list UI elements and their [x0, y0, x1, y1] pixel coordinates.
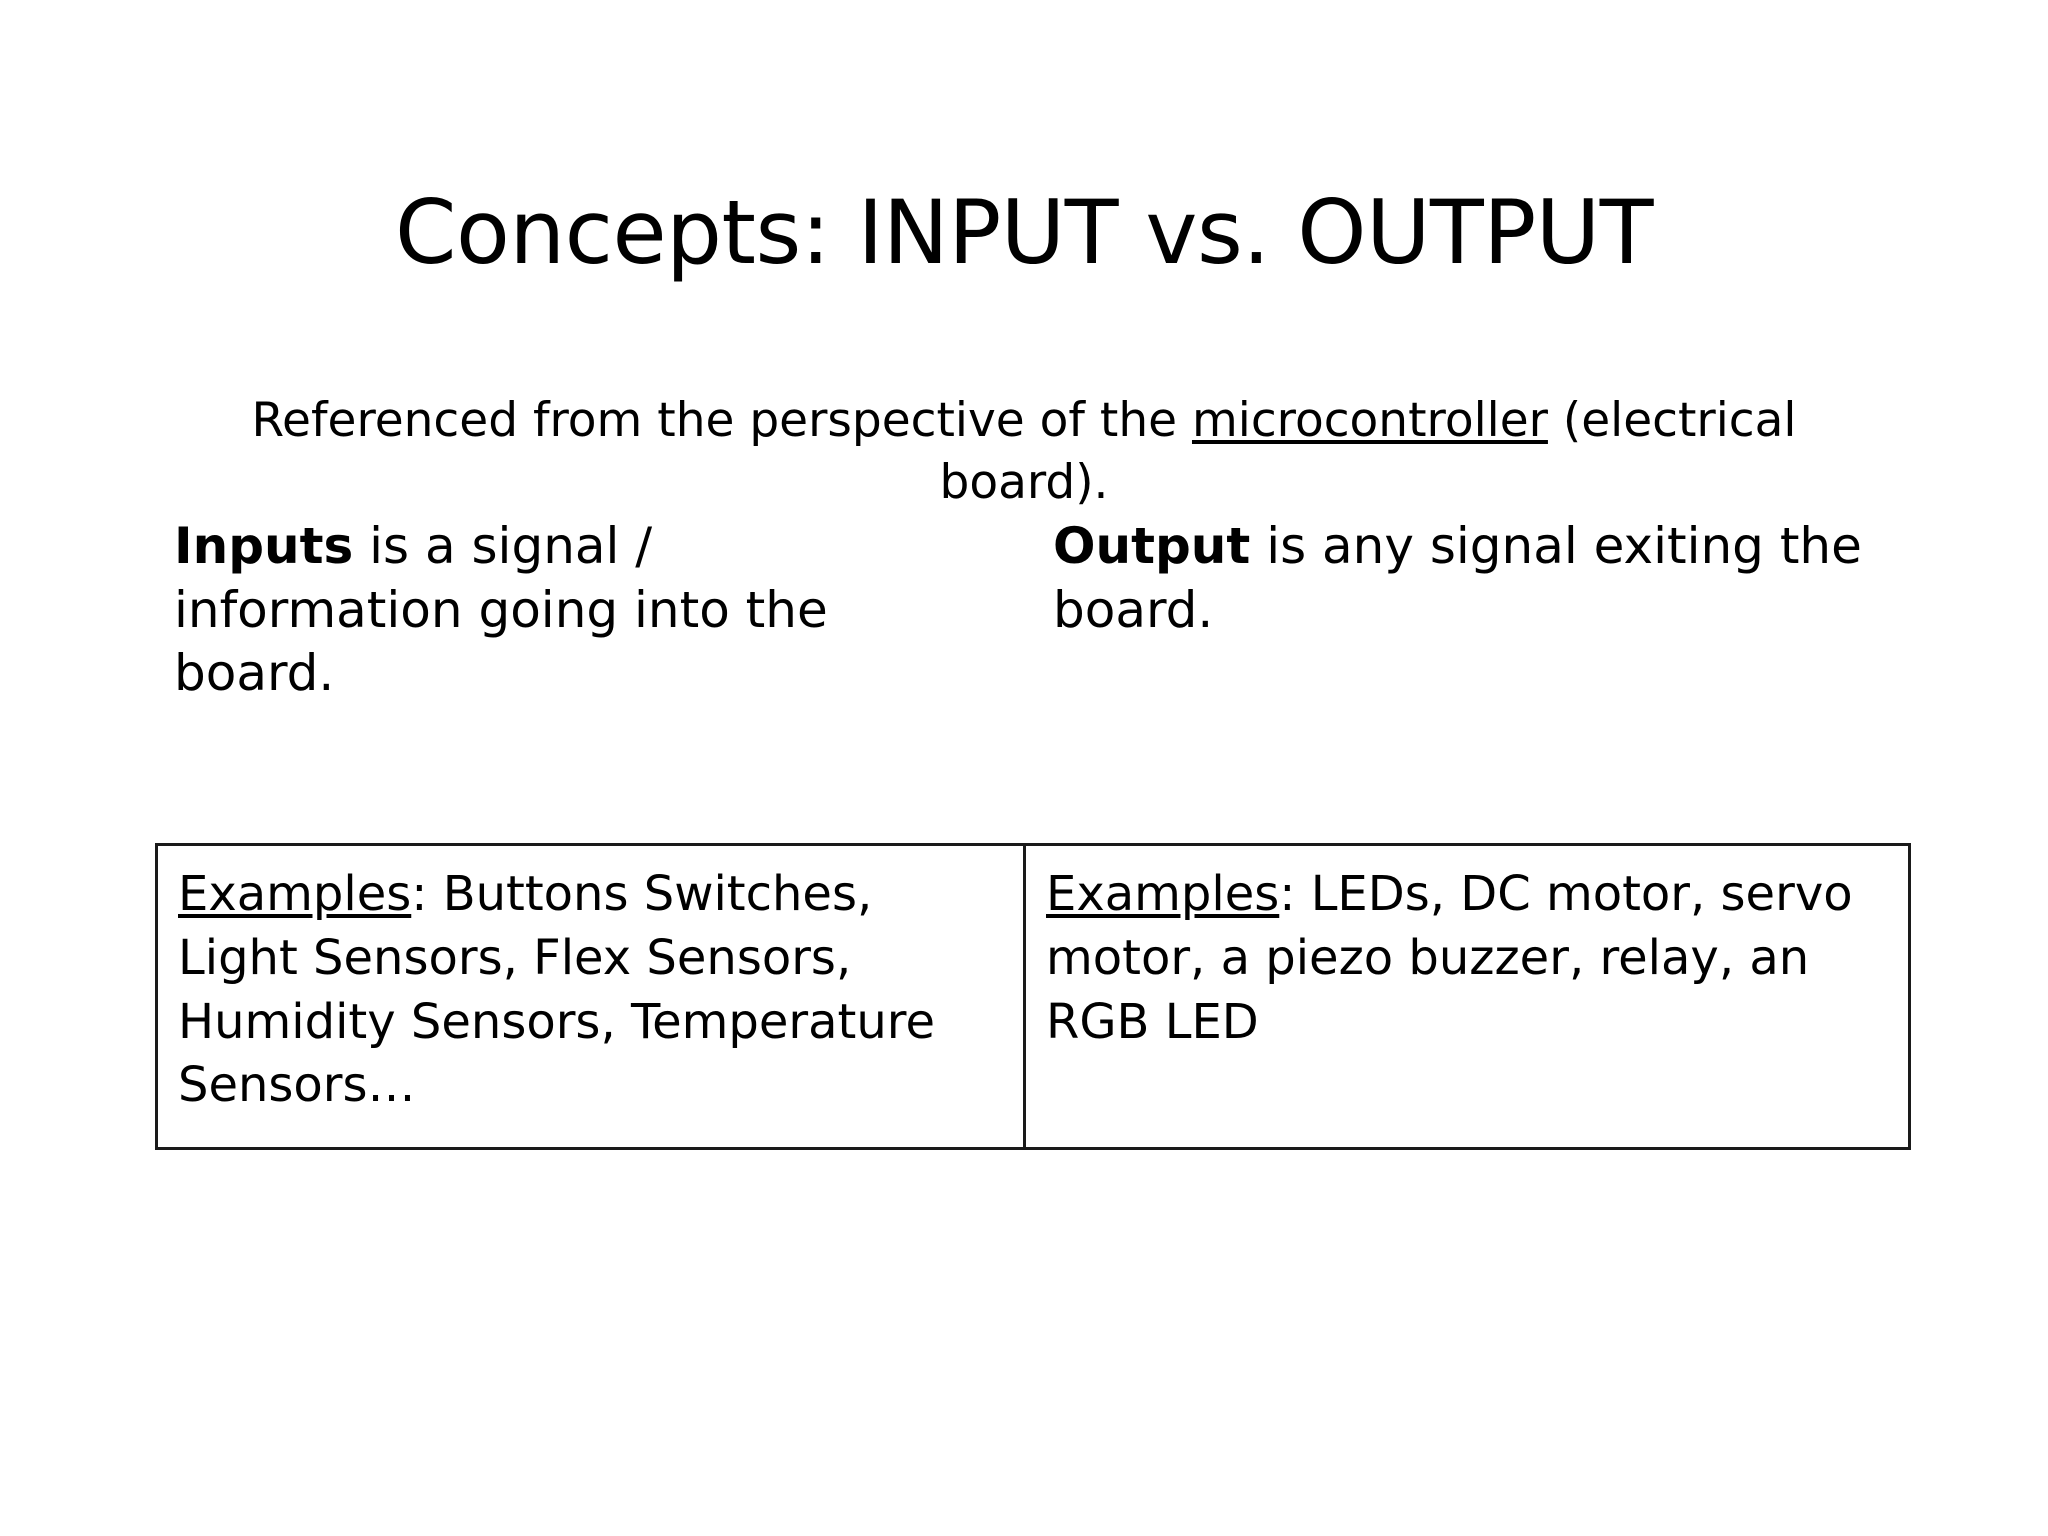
- definition-lead-inputs: Inputs: [174, 517, 354, 575]
- examples-table: Examples: Buttons Switches, Light Sensor…: [155, 843, 1911, 1150]
- subtitle-text-after: (electrical board).: [939, 393, 1797, 511]
- subtitle-text-before: Referenced from the perspective of the: [251, 393, 1192, 448]
- definition-body-output: is any signal exiting the board.: [1053, 517, 1862, 639]
- examples-separator-output: :: [1279, 866, 1311, 922]
- definition-column-input: Inputs is a signal / information going i…: [174, 515, 934, 706]
- subtitle-paragraph: Referenced from the perspective of the m…: [174, 390, 1874, 514]
- subtitle-underlined-term: microcontroller: [1191, 393, 1548, 448]
- examples-label-input: Examples: [178, 866, 412, 922]
- definition-lead-output: Output: [1053, 517, 1251, 575]
- table-cell-input-examples: Examples: Buttons Switches, Light Sensor…: [158, 846, 1026, 1147]
- page-title: Concepts: INPUT vs. OUTPUT: [395, 180, 1653, 284]
- definition-column-output: Output is any signal exiting the board.: [1053, 515, 1873, 642]
- table-cell-output-examples: Examples: LEDs, DC motor, servo motor, a…: [1026, 846, 1908, 1147]
- definition-body-inputs: is a signal / information going into the…: [174, 517, 828, 702]
- examples-text-output: LEDs, DC motor, servo motor, a piezo buz…: [1046, 866, 1853, 1050]
- examples-separator-input: :: [411, 866, 443, 922]
- examples-label-output: Examples: [1046, 866, 1280, 922]
- examples-text-input: Buttons Switches, Light Sensors, Flex Se…: [178, 866, 936, 1114]
